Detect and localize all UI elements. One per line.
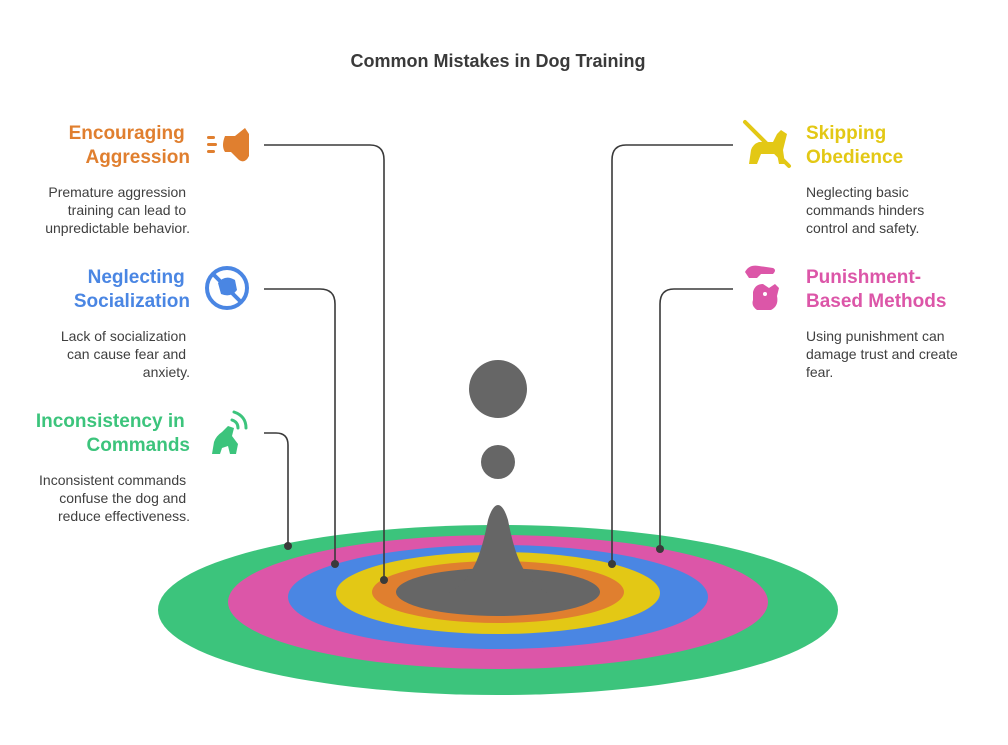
- heading-aggression-line1: Encouraging: [69, 123, 185, 144]
- desc-obedience: Neglecting basic commands hinders contro…: [806, 184, 928, 236]
- desc-punishment-line2: damage trust and create: [806, 346, 958, 362]
- heading-obedience: Skipping Obedience: [806, 123, 903, 168]
- item-punishment: Punishment- Based Methods Using punishme…: [745, 265, 962, 380]
- heading-obedience-line2: Obedience: [806, 147, 903, 168]
- desc-aggression-line3: unpredictable behavior.: [45, 220, 190, 236]
- desc-socialization-line1: Lack of socialization: [61, 328, 186, 344]
- heading-punishment-line1: Punishment-: [806, 267, 921, 288]
- desc-aggression: Premature aggression training can lead t…: [45, 184, 190, 236]
- heading-socialization-line2: Socialization: [74, 291, 190, 312]
- desc-obedience-line1: Neglecting basic: [806, 184, 909, 200]
- desc-punishment: Using punishment can damage trust and cr…: [806, 328, 962, 380]
- desc-inconsistency-line1: Inconsistent commands: [39, 472, 186, 488]
- heading-aggression-line2: Aggression: [85, 147, 190, 168]
- heading-socialization: Neglecting Socialization: [74, 267, 190, 312]
- heading-inconsistency-line2: Commands: [87, 435, 190, 456]
- desc-socialization-line3: anxiety.: [143, 364, 190, 380]
- item-obedience: Skipping Obedience Neglecting basic comm…: [743, 120, 928, 236]
- drop-small: [481, 445, 515, 479]
- connector-socialization: [264, 288, 336, 564]
- connector-dot-inconsistency: [284, 542, 292, 550]
- heading-aggression: Encouraging Aggression: [69, 123, 190, 168]
- drop-large: [469, 360, 527, 418]
- connector-dot-punishment: [656, 545, 664, 553]
- desc-inconsistency: Inconsistent commands confuse the dog an…: [39, 472, 190, 524]
- connector-obedience: [611, 144, 733, 564]
- heading-punishment-line2: Based Methods: [806, 291, 946, 312]
- heading-socialization-line1: Neglecting: [88, 267, 185, 288]
- item-aggression: Encouraging Aggression Premature aggress…: [45, 123, 249, 236]
- heading-punishment: Punishment- Based Methods: [806, 267, 946, 312]
- desc-obedience-line2: commands hinders: [806, 202, 924, 218]
- connector-dot-obedience: [608, 560, 616, 568]
- crossed-out-dog-icon: [743, 120, 791, 168]
- desc-aggression-line1: Premature aggression: [48, 184, 186, 200]
- desc-inconsistency-line3: reduce effectiveness.: [58, 508, 190, 524]
- splash-peak: [424, 505, 572, 607]
- item-inconsistency: Inconsistency in Commands Inconsistent c…: [36, 410, 248, 524]
- connectors: [264, 144, 733, 584]
- hand-and-dog-icon: [745, 265, 779, 310]
- heading-obedience-line1: Skipping: [806, 123, 886, 144]
- barking-dog-icon: [207, 128, 249, 162]
- no-dog-social-icon: [205, 266, 249, 310]
- desc-socialization-line2: can cause fear and: [67, 346, 186, 362]
- connector-inconsistency: [264, 432, 289, 546]
- desc-aggression-line2: training can lead to: [68, 202, 187, 218]
- connector-dot-socialization: [331, 560, 339, 568]
- item-socialization: Neglecting Socialization Lack of sociali…: [61, 266, 249, 380]
- diagram-title: Common Mistakes in Dog Training: [350, 51, 645, 71]
- desc-punishment-line3: fear.: [806, 364, 833, 380]
- heading-inconsistency: Inconsistency in Commands: [36, 411, 190, 456]
- desc-socialization: Lack of socialization can cause fear and…: [61, 328, 190, 380]
- heading-inconsistency-line1: Inconsistency in: [36, 411, 185, 432]
- desc-obedience-line3: control and safety.: [806, 220, 919, 236]
- connector-aggression: [264, 144, 385, 580]
- desc-inconsistency-line2: confuse the dog and: [59, 490, 186, 506]
- desc-punishment-line1: Using punishment can: [806, 328, 945, 344]
- howling-dog-signal-icon: [212, 410, 248, 454]
- connector-punishment: [659, 288, 733, 549]
- water-drop: [424, 360, 572, 607]
- connector-dot-aggression: [380, 576, 388, 584]
